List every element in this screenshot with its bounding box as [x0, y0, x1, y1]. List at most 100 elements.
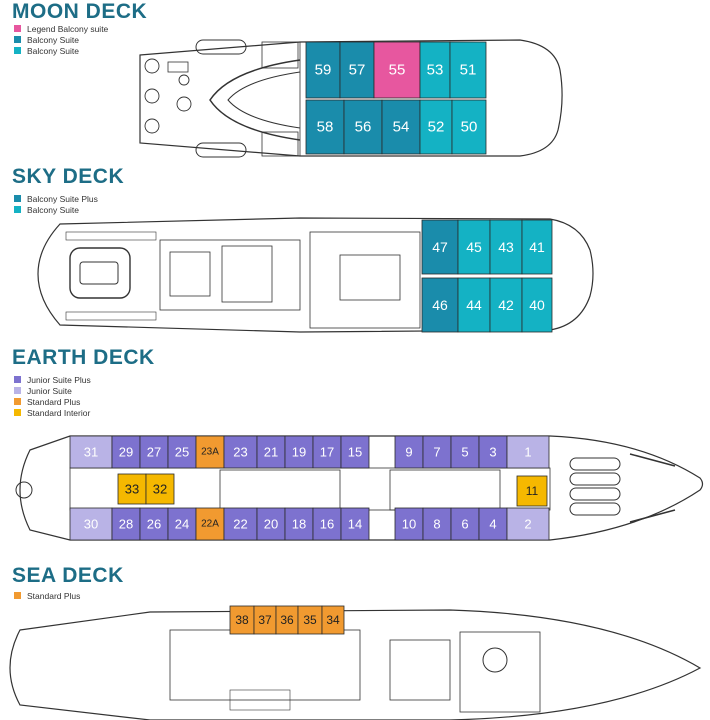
cabin-block	[312, 507, 342, 541]
cabin-number: 15	[348, 445, 362, 460]
cabin-number: 10	[402, 517, 416, 532]
cabin-3[interactable]: 3	[478, 435, 508, 469]
cabin-21[interactable]: 21	[256, 435, 286, 469]
cabin-10[interactable]: 10	[394, 507, 424, 541]
cabin-number: 9	[405, 445, 412, 460]
cabin-number: 35	[303, 613, 317, 627]
cabin-23[interactable]: 23	[223, 435, 258, 469]
cabin-28[interactable]: 28	[111, 507, 141, 541]
cabin-block	[340, 435, 370, 469]
legend-item: Standard Plus	[14, 396, 91, 407]
cabin-35[interactable]: 35	[297, 605, 323, 635]
cabin-number: 1	[524, 445, 531, 460]
cabin-number: 54	[393, 119, 410, 136]
cabin-block	[305, 41, 341, 99]
cabin-22A[interactable]: 22A	[195, 507, 225, 541]
cabin-55[interactable]: 55	[373, 41, 421, 99]
cabin-23A[interactable]: 23A	[195, 435, 225, 469]
cabin-number: 11	[526, 484, 539, 498]
cabin-block	[305, 99, 345, 155]
cabin-32[interactable]: 32	[145, 473, 175, 505]
cabin-31[interactable]: 31	[69, 435, 113, 469]
legend-label: Balcony Suite	[27, 45, 79, 56]
cabin-7[interactable]: 7	[422, 435, 452, 469]
cabin-11[interactable]: 11	[516, 475, 548, 507]
cabin-number: 44	[466, 297, 482, 313]
cabin-1[interactable]: 1	[506, 435, 550, 469]
cabin-43[interactable]: 43	[489, 219, 523, 275]
cabin-18[interactable]: 18	[284, 507, 314, 541]
cabin-number: 7	[433, 445, 440, 460]
cabin-4[interactable]: 4	[478, 507, 508, 541]
legend-item: Balcony Suite	[14, 45, 108, 56]
cabin-22[interactable]: 22	[223, 507, 258, 541]
cabin-number: 38	[235, 613, 249, 627]
cabin-47[interactable]: 47	[421, 219, 459, 275]
cabin-block	[256, 435, 286, 469]
cabin-40[interactable]: 40	[521, 277, 553, 333]
cabin-number: 5	[461, 445, 468, 460]
cabin-number: 25	[175, 445, 189, 460]
cabin-6[interactable]: 6	[450, 507, 480, 541]
cabin-19[interactable]: 19	[284, 435, 314, 469]
cabin-8[interactable]: 8	[422, 507, 452, 541]
cabin-59[interactable]: 59	[305, 41, 341, 99]
legend-item: Junior Suite	[14, 385, 91, 396]
cabin-27[interactable]: 27	[139, 435, 169, 469]
cabin-block	[256, 507, 286, 541]
legend-label: Balcony Suite	[27, 204, 79, 215]
cabin-number: 52	[428, 119, 445, 136]
cabin-block	[297, 605, 323, 635]
cabin-26[interactable]: 26	[139, 507, 169, 541]
cabin-block	[139, 507, 169, 541]
cabin-14[interactable]: 14	[340, 507, 370, 541]
cabin-58[interactable]: 58	[305, 99, 345, 155]
sea-deck-hull	[9, 609, 702, 720]
cabin-number: 53	[427, 62, 444, 79]
legend-swatch	[14, 206, 21, 213]
cabin-15[interactable]: 15	[340, 435, 370, 469]
cabin-number: 45	[466, 239, 482, 255]
cabin-number: 23A	[201, 447, 219, 458]
cabin-37[interactable]: 37	[253, 605, 277, 635]
cabin-2[interactable]: 2	[506, 507, 550, 541]
cabin-54[interactable]: 54	[381, 99, 421, 155]
cabin-53[interactable]: 53	[419, 41, 451, 99]
cabin-block	[489, 219, 523, 275]
cabin-24[interactable]: 24	[167, 507, 197, 541]
cabin-46[interactable]: 46	[421, 277, 459, 333]
cabin-36[interactable]: 36	[275, 605, 299, 635]
cabin-33[interactable]: 33	[117, 473, 147, 505]
legend-swatch	[14, 376, 21, 383]
cabin-38[interactable]: 38	[229, 605, 255, 635]
cabin-41[interactable]: 41	[521, 219, 553, 275]
cabin-30[interactable]: 30	[69, 507, 113, 541]
cabin-52[interactable]: 52	[419, 99, 453, 155]
cabin-16[interactable]: 16	[312, 507, 342, 541]
cabin-number: 17	[320, 445, 334, 460]
cabin-50[interactable]: 50	[451, 99, 487, 155]
cabin-56[interactable]: 56	[343, 99, 383, 155]
sea-deck-title: SEA DECK	[12, 564, 124, 587]
cabin-51[interactable]: 51	[449, 41, 487, 99]
cabin-42[interactable]: 42	[489, 277, 523, 333]
legend-label: Balcony Suite Plus	[27, 193, 98, 204]
sea-deck-legend: Standard Plus	[14, 590, 80, 601]
cabin-25[interactable]: 25	[167, 435, 197, 469]
cabin-45[interactable]: 45	[457, 219, 491, 275]
cabin-number: 24	[175, 517, 189, 532]
cabin-44[interactable]: 44	[457, 277, 491, 333]
cabin-34[interactable]: 34	[321, 605, 345, 635]
cabin-20[interactable]: 20	[256, 507, 286, 541]
cabin-29[interactable]: 29	[111, 435, 141, 469]
cabin-number: 56	[355, 119, 372, 136]
cabin-number: 18	[292, 517, 306, 532]
cabin-number: 23	[233, 445, 247, 460]
cabin-number: 26	[147, 517, 161, 532]
cabin-9[interactable]: 9	[394, 435, 424, 469]
cabin-5[interactable]: 5	[450, 435, 480, 469]
cabin-57[interactable]: 57	[339, 41, 375, 99]
cabin-block	[139, 435, 169, 469]
cabin-17[interactable]: 17	[312, 435, 342, 469]
